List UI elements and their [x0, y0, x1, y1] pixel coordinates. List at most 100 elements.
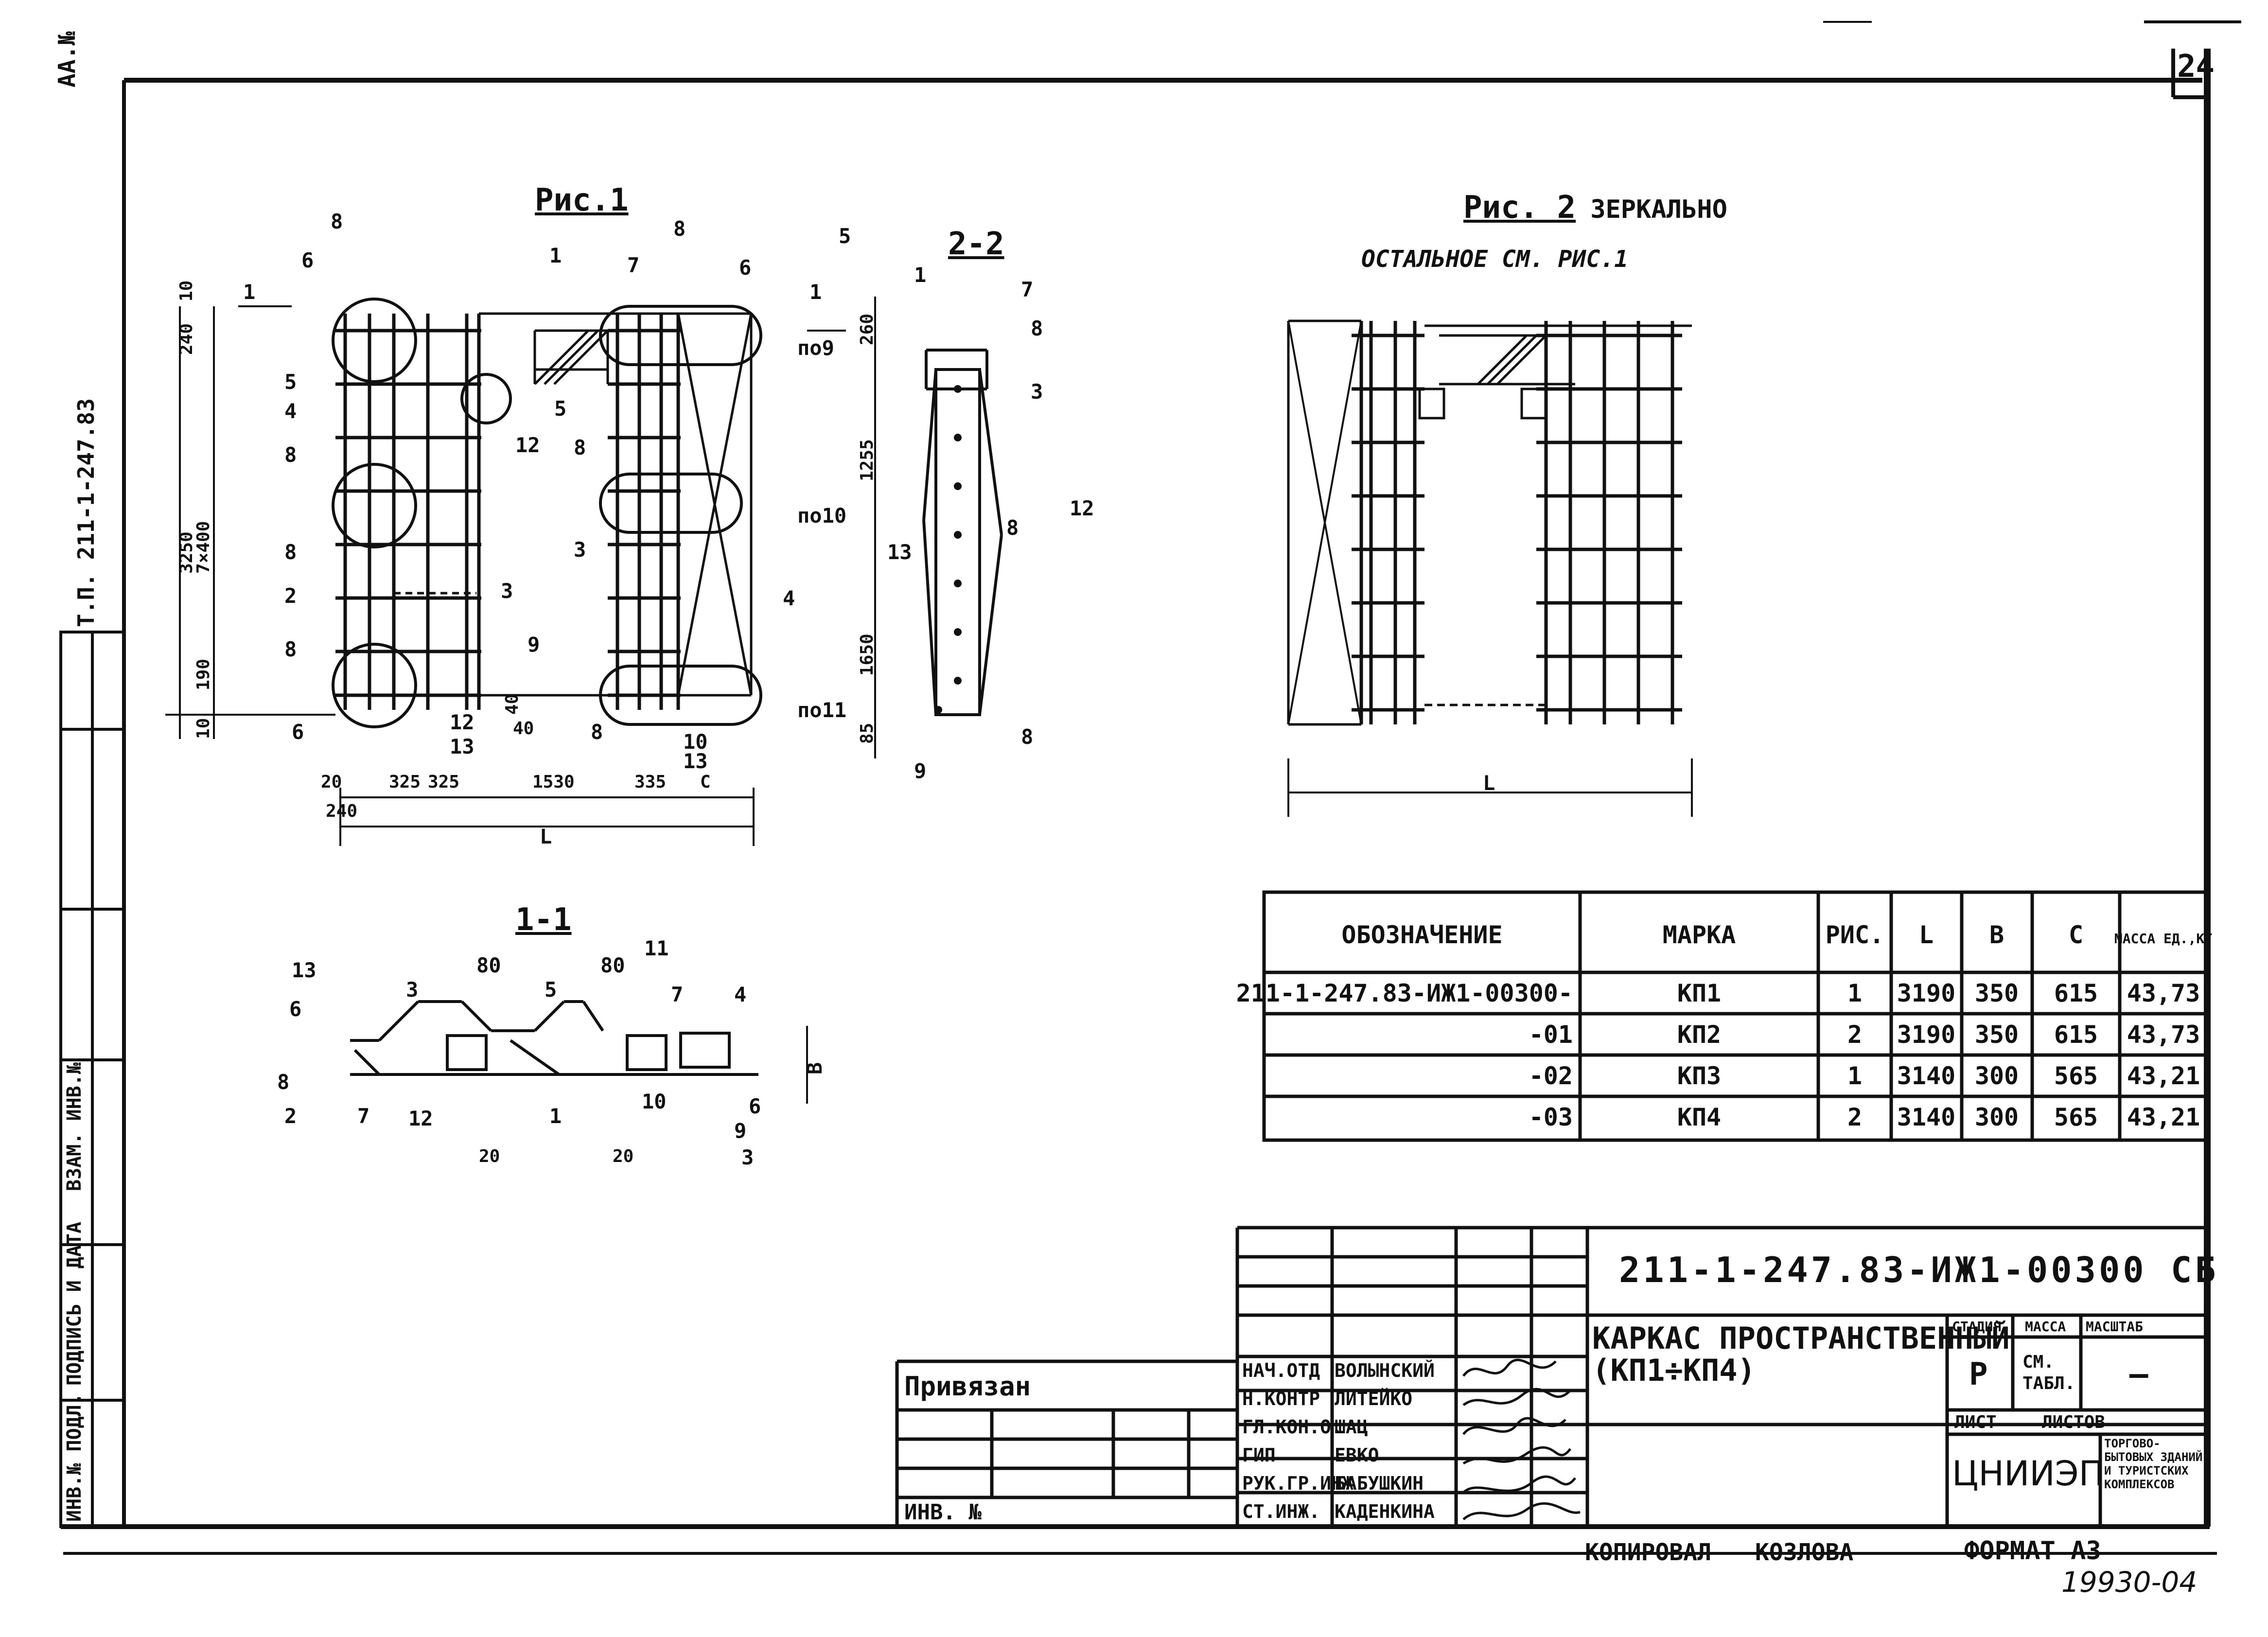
- section11-dim-b: В: [803, 1062, 826, 1074]
- section11-callout-3b: 3: [741, 1145, 754, 1169]
- spec-cell: КП3: [1677, 1062, 1721, 1090]
- section11-dim-20b: 20: [613, 1146, 633, 1166]
- fig1-callout-12a: 12: [515, 433, 540, 457]
- fig1-callout-12b: 12: [450, 710, 475, 734]
- format-label: ФОРМАТ А3: [1964, 1536, 2101, 1566]
- spec-cell: КП4: [1677, 1103, 1721, 1131]
- fig1-callout-4b: 4: [783, 586, 795, 610]
- section11-callout-5: 5: [545, 978, 557, 1002]
- fig1-dim-190: 190: [193, 659, 213, 690]
- spec-cell: 565: [2054, 1103, 2098, 1131]
- fig1-right-mesh: [608, 314, 681, 710]
- sheet-frame: [61, 20, 2241, 1555]
- copier-name: КОЗЛОВА: [1755, 1539, 1854, 1566]
- section11-callout-6a: 6: [289, 997, 301, 1021]
- table-row: -03 КП4 2 3140 300 565 43,21: [1529, 1103, 2200, 1131]
- person-name: БАБУШКИН: [1335, 1473, 1424, 1494]
- spec-cell: 3190: [1897, 979, 1955, 1007]
- role-label: ГИП: [1242, 1444, 1276, 1466]
- section11-callout-80b: 80: [600, 953, 625, 977]
- fig1-dim-7x400: 7×400: [193, 521, 213, 574]
- section11-callout-7a: 7: [357, 1104, 369, 1128]
- spec-cell: -03: [1529, 1103, 1573, 1131]
- spec-table-rows: 211-1-247.83-ИЖ1-00300- КП1 1 3190 350 6…: [1236, 979, 2200, 1131]
- section11-labels: 13 6 8 2 7 12 3 80 5 80 11 7 4 1 10 6 9 …: [277, 936, 826, 1169]
- scale-header: МАСШТАБ: [2086, 1319, 2144, 1335]
- fig1-callout-8c: 8: [284, 540, 297, 564]
- fig1-dim-3250: 3250: [176, 531, 196, 574]
- section11-callout-1: 1: [549, 1104, 562, 1128]
- stage-header: СТАДИЯ: [1952, 1319, 2002, 1335]
- fig1-callout-10: 10: [683, 730, 708, 754]
- scale-value: —: [2129, 1356, 2148, 1392]
- fig1-callout-1: 1: [549, 244, 562, 267]
- spec-cell: 2: [1847, 1021, 1862, 1049]
- fig1-callout-6a: 6: [301, 248, 314, 272]
- person-name: ШАЦ: [1335, 1416, 1368, 1438]
- section11-callout-13: 13: [292, 958, 316, 982]
- fig1-dim-20: 20: [321, 772, 342, 792]
- section22-callout-1: 1: [914, 263, 926, 287]
- fig1-callout-6b: 6: [292, 720, 304, 744]
- fig2-title-text: Рис. 2: [1463, 190, 1576, 226]
- fig1-left-mesh: [335, 314, 481, 710]
- drawing-title: КАРКАС ПРОСТРАНСТВЕННЫЙ (КП1÷КП4): [1592, 1322, 2010, 1387]
- page-number: 24: [2177, 49, 2215, 85]
- section22-callout-8c: 8: [1021, 725, 1033, 749]
- spec-cell: 300: [1975, 1103, 2019, 1131]
- fig1-dim-10b: 10: [193, 718, 213, 739]
- spec-cell: 1: [1847, 1062, 1862, 1090]
- bound-label: Привязан: [904, 1371, 1031, 1402]
- spec-header-l: L: [1919, 921, 1934, 949]
- fig1-callout-8a: 8: [331, 210, 343, 233]
- spec-cell: 211-1-247.83-ИЖ1-00300-: [1236, 979, 1573, 1007]
- org-name: ЦНИИЭП: [1952, 1454, 2105, 1494]
- fig1-dim-l: L: [540, 825, 552, 848]
- fig1-callout-8e: 8: [673, 217, 686, 241]
- spec-cell: 2: [1847, 1103, 1862, 1131]
- fig1-section-mark: 1: [243, 280, 255, 304]
- fig1-callout-4a: 4: [284, 399, 297, 423]
- section11-callout-4: 4: [734, 983, 746, 1006]
- spec-cell: 43,21: [2127, 1103, 2200, 1131]
- fig1-opening-1: по9: [797, 336, 834, 360]
- section11-callout-2: 2: [284, 1104, 297, 1128]
- stage-value: Р: [1969, 1356, 1988, 1392]
- person-name: КАДЕНКИНА: [1335, 1501, 1435, 1522]
- fig1-callout-7: 7: [627, 253, 639, 277]
- signature-row: СТ.ИНЖ.КАДЕНКИНА: [1242, 1497, 1435, 1526]
- section11-callout-6b: 6: [749, 1094, 761, 1118]
- spec-cell: 1: [1847, 979, 1862, 1007]
- section11-callout-12: 12: [408, 1107, 433, 1130]
- spec-header-b: В: [1989, 921, 2004, 949]
- spec-cell: 615: [2054, 979, 2098, 1007]
- section22-dim-85: 85: [857, 723, 877, 744]
- section11-callout-3a: 3: [406, 978, 418, 1002]
- section22-title: 2-2: [948, 226, 1004, 262]
- fig1-callout-8g: 8: [591, 720, 603, 744]
- fig1-dim-240: 240: [176, 323, 196, 355]
- fig1-frame: [394, 312, 753, 697]
- spec-cell: 43,73: [2127, 979, 2200, 1007]
- fig1-callout-3a: 3: [574, 538, 586, 562]
- fig1-misc-40: 40: [513, 719, 534, 739]
- fig1-detail-circles: [332, 298, 762, 728]
- section22-callout-8b: 8: [1006, 516, 1019, 540]
- spec-header-mass: МАССА ЕД.,КГ: [2114, 931, 2213, 947]
- spec-cell: 3140: [1897, 1103, 1955, 1131]
- fig1-opening-2: по10: [797, 504, 846, 528]
- spec-header-fig: РИС.: [1826, 921, 1884, 949]
- fig1-dim-c: С: [700, 772, 711, 792]
- fig1-callout-5a: 5: [284, 370, 297, 394]
- section22-dim-1650: 1650: [857, 634, 877, 676]
- section11-title: 1-1: [515, 902, 572, 938]
- fig1-callout-9: 9: [527, 633, 540, 656]
- fig2-subtitle: ОСТАЛЬНОЕ СМ. РИС.1: [1361, 246, 1629, 273]
